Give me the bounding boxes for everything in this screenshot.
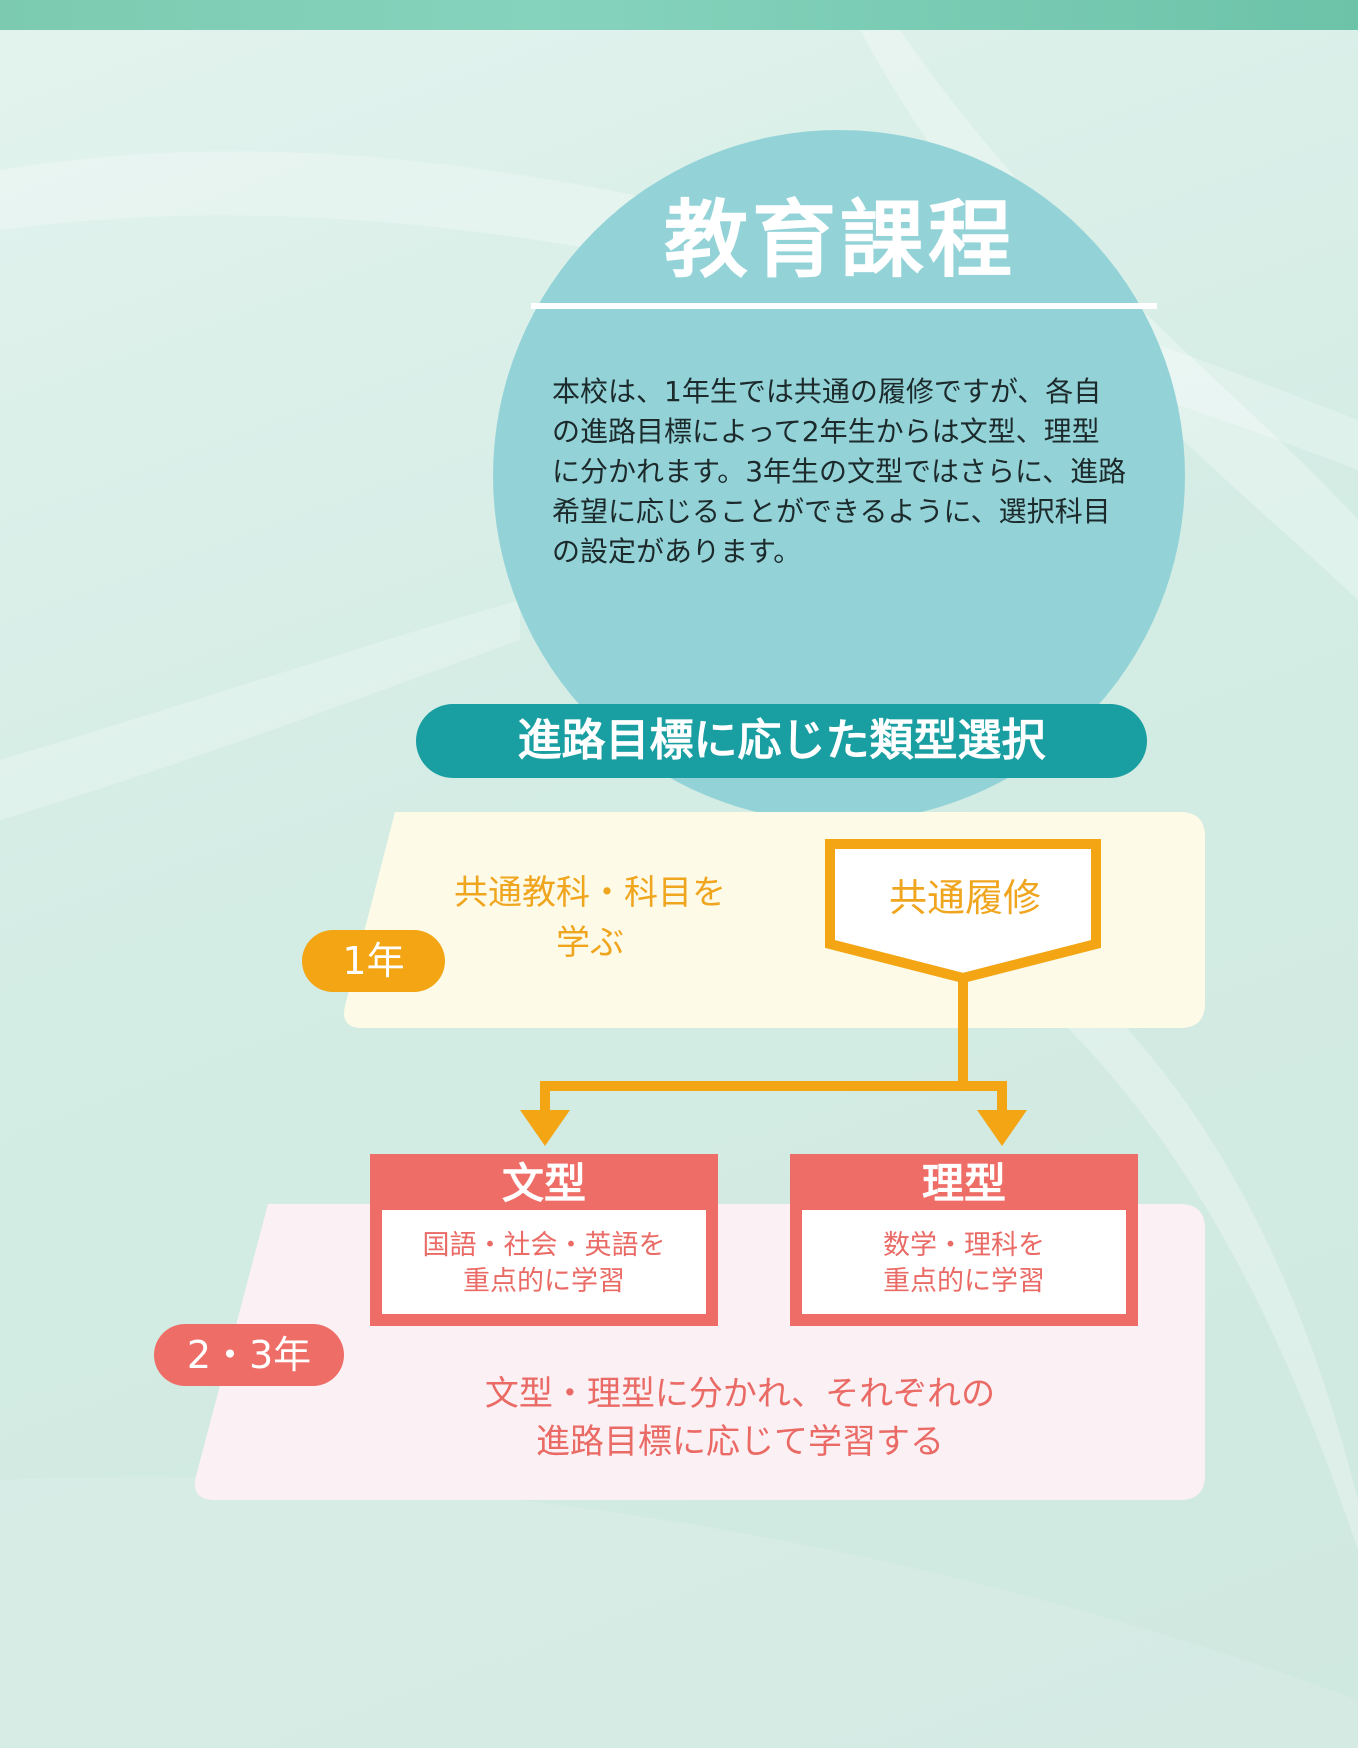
year1-badge: 1年: [302, 930, 445, 992]
title-underline: [531, 303, 1157, 309]
year23-description: 文型・理型に分かれ、それぞれの 進路目標に応じて学習する: [484, 1374, 996, 1462]
year1-description: 共通教科・科目を 学ぶ: [454, 873, 726, 963]
common-course-box: [825, 839, 1101, 984]
common-course-label: 共通履修: [888, 876, 1041, 920]
arrow-head-rikei: [977, 1110, 1027, 1146]
bunkei-title: 文型: [501, 1159, 586, 1208]
rikei-title: 理型: [921, 1159, 1006, 1208]
bunkei-description: 国語・社会・英語を 重点的に学習: [422, 1230, 666, 1297]
intro-paragraph: 本校は、1年生では共通の履修ですが、各自 の進路目標によって2年生からは文型、理…: [552, 375, 1127, 568]
year23-badge: 2・3年: [154, 1324, 344, 1386]
rikei-description: 数学・理科を 重点的に学習: [883, 1230, 1045, 1297]
page-title: 教育課程: [663, 191, 1016, 289]
section-title-pill: 進路目標に応じた類型選択: [416, 704, 1147, 778]
bunkei-box-inner: [382, 1210, 706, 1314]
top-band: [0, 0, 1358, 30]
rikei-box-inner: [802, 1210, 1126, 1314]
arrow-head-bunkei: [520, 1110, 570, 1146]
